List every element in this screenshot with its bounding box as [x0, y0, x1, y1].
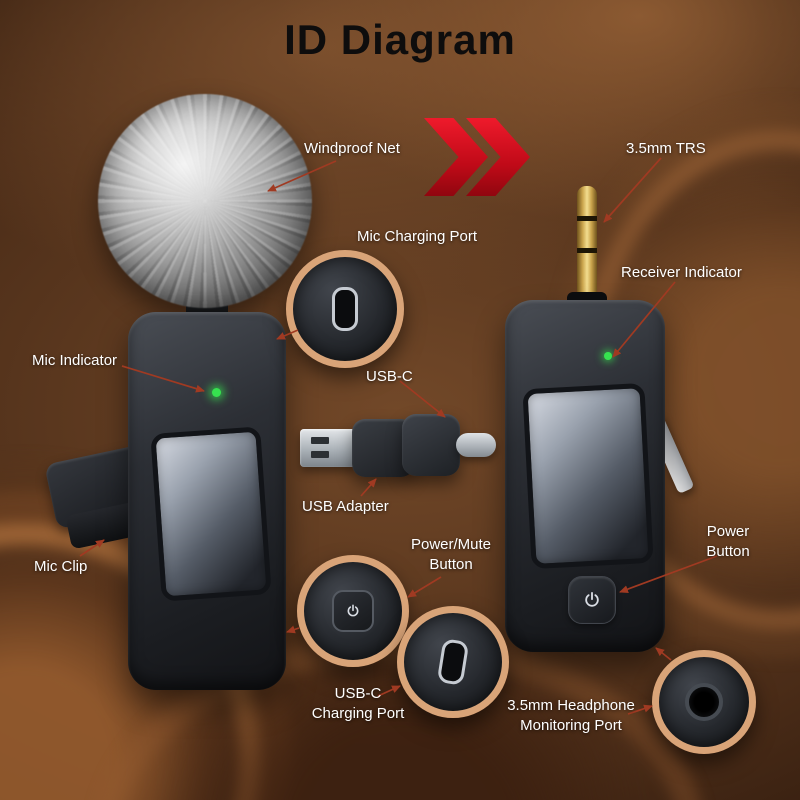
label-mic-indicator: Mic Indicator — [32, 352, 118, 369]
label-windproof-net: Windproof Net — [304, 140, 400, 157]
label-usb-adapter: USB Adapter — [302, 498, 389, 515]
usb-c-plug — [456, 433, 496, 457]
receiver-power-button — [568, 576, 616, 624]
connector-line — [603, 157, 662, 223]
label-mic-clip: Mic Clip — [34, 558, 88, 575]
label-usb-c: USB-C — [366, 368, 413, 385]
inset-power-mute-button — [297, 555, 409, 667]
label-mic-charging-port: Mic Charging Port — [357, 228, 478, 245]
label-usb-c-charging-port: USB-C Charging Port — [311, 685, 405, 722]
receiver-indicator-led — [604, 352, 612, 360]
power-icon — [585, 592, 599, 607]
usb-c-port-icon — [332, 287, 358, 331]
connector-line — [360, 478, 377, 497]
receiver-body — [505, 300, 665, 652]
label-power-mute-button: Power/Mute Button — [410, 536, 492, 573]
trs-jack — [577, 186, 597, 306]
mic-transmitter-body — [128, 312, 286, 690]
windproof-net-pompom — [98, 94, 312, 308]
usb-c-port-icon — [436, 638, 470, 686]
inset-mic-charging-port — [286, 250, 404, 368]
usb-c-adapter-body — [402, 414, 460, 476]
power-mute-button — [332, 590, 374, 632]
connector-line — [407, 576, 442, 598]
mic-front-panel — [150, 426, 272, 602]
label-headphone-monitoring-port: 3.5mm Headphone Monitoring Port — [507, 697, 635, 734]
label-receiver-indicator: Receiver Indicator — [621, 264, 742, 281]
page-title: ID Diagram — [284, 16, 516, 63]
power-icon — [347, 604, 359, 617]
connector-line — [655, 647, 672, 661]
connector-line — [286, 625, 300, 634]
trs-ring — [577, 216, 597, 221]
trs-ring — [577, 248, 597, 253]
inset-headphone-port — [652, 650, 756, 754]
receiver-front-panel — [522, 382, 654, 570]
label-power-button: Power Button — [706, 523, 750, 560]
usb-a-plug — [300, 429, 356, 467]
headphone-port-icon — [685, 683, 723, 721]
mic-indicator-led — [212, 388, 221, 397]
label-trs: 3.5mm TRS — [626, 140, 706, 157]
